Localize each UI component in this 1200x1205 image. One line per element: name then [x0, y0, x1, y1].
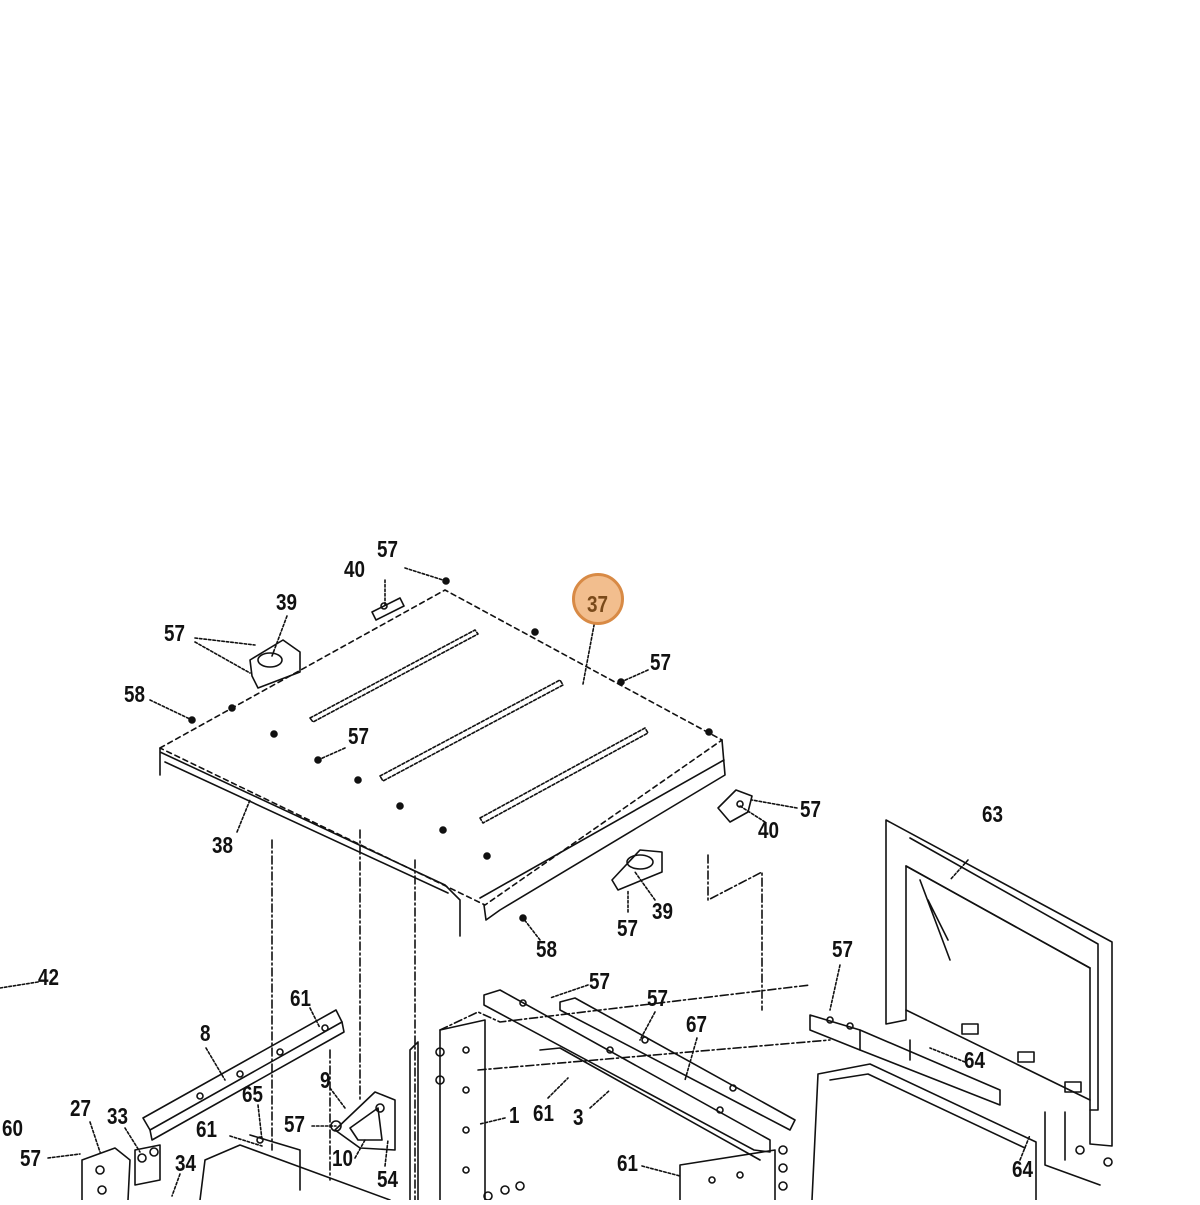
callout-10[interactable]: 10 [332, 1145, 353, 1171]
callout-37-highlighted[interactable]: 37 [587, 591, 608, 617]
bolt-33 [134, 1144, 161, 1186]
callout-57[interactable]: 57 [650, 649, 671, 675]
callout-3[interactable]: 3 [573, 1104, 584, 1130]
hinge-27 [81, 1147, 131, 1201]
callout-34[interactable]: 34 [175, 1150, 196, 1176]
callout-40[interactable]: 40 [758, 817, 779, 843]
callout-57[interactable]: 57 [164, 620, 185, 646]
callout-57[interactable]: 57 [589, 968, 610, 994]
callout-58[interactable]: 58 [124, 681, 145, 707]
highlight-badge-37 [572, 573, 624, 625]
corner-post-1 [409, 1019, 486, 1201]
callout-58[interactable]: 58 [536, 936, 557, 962]
callout-60[interactable]: 60 [2, 1115, 23, 1141]
callout-57[interactable]: 57 [284, 1111, 305, 1137]
callout-67[interactable]: 67 [686, 1011, 707, 1037]
hinge-rail-64 [809, 1014, 1113, 1186]
callout-33[interactable]: 33 [107, 1103, 128, 1129]
callout-63[interactable]: 63 [982, 801, 1003, 827]
side-rail-8 [142, 1009, 345, 1141]
callout-27[interactable]: 27 [70, 1095, 91, 1121]
callout-9[interactable]: 9 [320, 1067, 331, 1093]
callout-57[interactable]: 57 [617, 915, 638, 941]
clip-40-top [371, 597, 405, 621]
callout-38[interactable]: 38 [212, 832, 233, 858]
callout-8[interactable]: 8 [200, 1020, 211, 1046]
bracket-9 [330, 1091, 396, 1151]
callout-57[interactable]: 57 [832, 936, 853, 962]
callout-57[interactable]: 57 [377, 536, 398, 562]
callout-39[interactable]: 39 [276, 589, 297, 615]
roof-bolts [188, 577, 713, 922]
lower-bracket-61 [679, 1145, 788, 1201]
callout-61[interactable]: 61 [290, 985, 311, 1011]
callout-65[interactable]: 65 [242, 1081, 263, 1107]
door-window-63 [885, 819, 1113, 1147]
callout-64[interactable]: 64 [964, 1047, 985, 1073]
callout-40[interactable]: 40 [344, 556, 365, 582]
callout-54[interactable]: 54 [377, 1166, 398, 1192]
callout-57[interactable]: 57 [647, 985, 668, 1011]
callout-39[interactable]: 39 [652, 898, 673, 924]
channel-67 [559, 997, 796, 1131]
clip-40-side [717, 789, 753, 823]
door-panel-64 [811, 1063, 1037, 1201]
callout-61[interactable]: 61 [617, 1150, 638, 1176]
callout-64[interactable]: 64 [1012, 1156, 1033, 1182]
leader-lines [0, 567, 1031, 1197]
callout-42[interactable]: 42 [38, 964, 59, 990]
callout-61[interactable]: 61 [533, 1100, 554, 1126]
callout-61[interactable]: 61 [196, 1116, 217, 1142]
frame-outline-dashed [271, 829, 831, 1201]
callout-57[interactable]: 57 [20, 1145, 41, 1171]
hinge-bracket-right [611, 849, 663, 891]
callout-57[interactable]: 57 [348, 723, 369, 749]
callout-57[interactable]: 57 [800, 796, 821, 822]
roof-panel [159, 589, 726, 937]
hinge-bracket-left [249, 639, 301, 689]
callout-1[interactable]: 1 [509, 1102, 520, 1128]
channel-3 [483, 989, 771, 1161]
